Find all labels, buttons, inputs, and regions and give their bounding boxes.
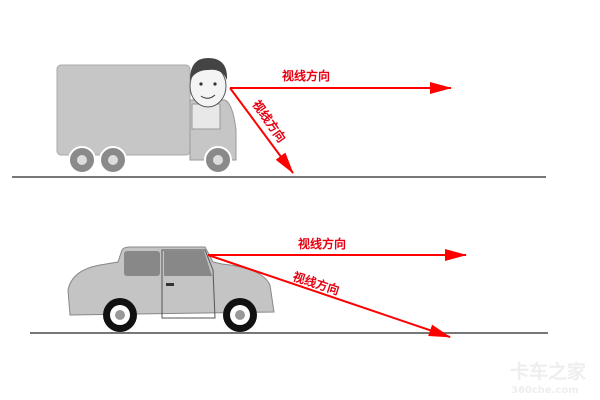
truck-sight-arrow-down — [229, 87, 294, 174]
watermark-brand: 卡车之家 — [510, 360, 587, 383]
car-sight-label-down: 视线方向 — [291, 269, 341, 298]
watermark-url: 360che.com — [511, 385, 579, 396]
car — [67, 246, 275, 332]
driver-face — [189, 58, 228, 108]
car-sight-label-horizontal: 视线方向 — [298, 236, 346, 251]
truck-sight-label-horizontal: 视线方向 — [282, 68, 330, 83]
truck — [56, 58, 237, 174]
car-sight-arrow-down — [207, 254, 451, 338]
